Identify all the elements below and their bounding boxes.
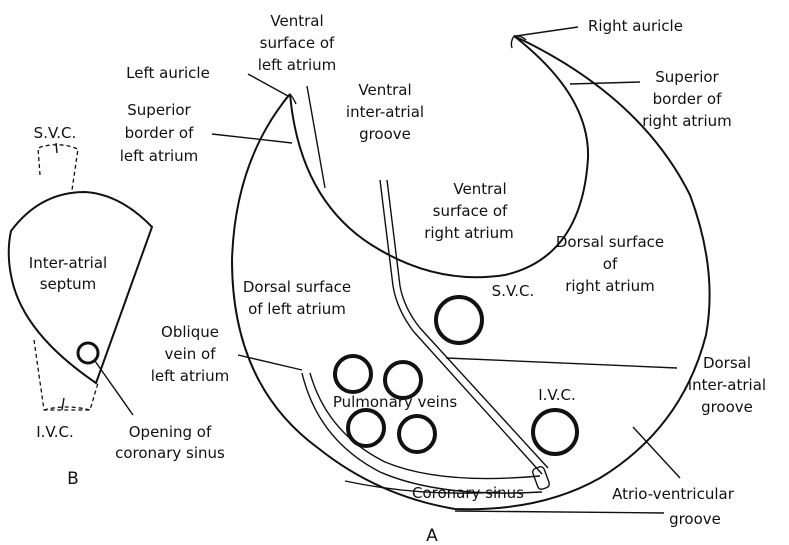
a-leader-dorsal-interatrial-groove <box>446 358 677 368</box>
a-label-av-groove-1: Atrio-ventricular <box>612 485 735 503</box>
a-label-ventral-groove-2: inter-atrial <box>346 103 424 121</box>
a-label-sup-border-left-2: border of <box>125 124 194 142</box>
a-ivc-opening <box>533 410 577 454</box>
a-label-ventral-groove-1: Ventral <box>358 81 411 99</box>
a-label-right-auricle: Right auricle <box>588 17 683 35</box>
a-label-dorsal-groove-1: Dorsal <box>703 354 751 372</box>
a-pulmonary-vein-4 <box>399 416 435 452</box>
figure-a: Ventral surface of left atrium Right aur… <box>120 12 766 545</box>
a-label-ivc: I.V.C. <box>538 386 576 404</box>
b-label-opening-1: Opening of <box>129 423 212 441</box>
a-label-av-groove-2: groove <box>669 510 721 528</box>
a-leader-av-groove <box>633 427 680 478</box>
b-ivc-tick <box>62 398 64 410</box>
b-label-septum-2: septum <box>40 275 97 293</box>
a-label-dorsal-groove-3: groove <box>701 398 753 416</box>
a-label-ventral-left-1: Ventral <box>270 12 323 30</box>
a-label-ventral-right-3: right atrium <box>424 224 514 242</box>
a-leader-right-auricle <box>516 27 578 36</box>
b-label-svc: S.V.C. <box>34 124 77 142</box>
a-label-oblique-vein-2: vein of <box>164 345 216 363</box>
a-pulmonary-vein-3 <box>348 410 384 446</box>
a-label-svc: S.V.C. <box>492 282 535 300</box>
b-coronary-sinus-opening <box>78 343 98 363</box>
b-svc-tick <box>56 143 57 153</box>
b-label-opening-2: coronary sinus <box>115 444 225 462</box>
a-label-dorsal-right-2: of <box>603 255 618 273</box>
a-label-left-auricle: Left auricle <box>126 64 210 82</box>
a-label-sup-border-right-2: border of <box>653 90 722 108</box>
a-label-oblique-vein-1: Oblique <box>161 323 219 341</box>
b-label-septum-1: Inter-atrial <box>29 254 107 272</box>
b-ivc-outline <box>34 340 98 410</box>
a-leader-left-auricle <box>248 74 288 96</box>
a-label-sup-border-left-1: Superior <box>127 101 191 119</box>
b-leader-coronary-sinus <box>95 361 133 415</box>
a-pulmonary-vein-1 <box>335 356 371 392</box>
a-leader-superior-border-right <box>570 82 640 84</box>
a-label-coronary-sinus: Coronary sinus <box>412 484 524 502</box>
a-label-sup-border-left-3: left atrium <box>120 147 199 165</box>
a-svc-opening <box>436 297 482 343</box>
a-label-sup-border-right-3: right atrium <box>642 112 732 130</box>
a-label-ventral-left-2: surface of <box>260 34 335 52</box>
a-coronary-sinus-opening <box>532 466 551 491</box>
a-label-ventral-right-1: Ventral <box>453 180 506 198</box>
b-label-ivc: I.V.C. <box>36 423 74 441</box>
a-label-dorsal-right-3: right atrium <box>565 277 655 295</box>
a-leader-superior-border-left <box>212 134 292 143</box>
b-svc-outline <box>38 145 78 190</box>
a-label-oblique-vein-3: left atrium <box>151 367 230 385</box>
a-panel-letter: A <box>426 526 438 545</box>
a-label-pulmonary-veins: Pulmonary veins <box>333 393 458 411</box>
a-label-ventral-left-3: left atrium <box>258 56 337 74</box>
figure-b: S.V.C. Inter-atrial septum I.V.C. Openin… <box>9 124 225 489</box>
a-leader-oblique-vein <box>238 355 302 370</box>
a-label-dorsal-left-1: Dorsal surface <box>243 278 351 296</box>
a-label-dorsal-groove-2: inter-atrial <box>688 376 766 394</box>
a-label-ventral-right-2: surface of <box>433 202 508 220</box>
a-label-dorsal-right-1: Dorsal surface <box>556 233 664 251</box>
a-outer-outline <box>232 36 710 509</box>
a-label-sup-border-right-1: Superior <box>655 68 719 86</box>
a-label-ventral-groove-3: groove <box>359 125 411 143</box>
a-label-dorsal-left-2: of left atrium <box>248 300 346 318</box>
a-leader-av-groove-bottom <box>455 511 664 513</box>
b-panel-letter: B <box>67 469 79 489</box>
